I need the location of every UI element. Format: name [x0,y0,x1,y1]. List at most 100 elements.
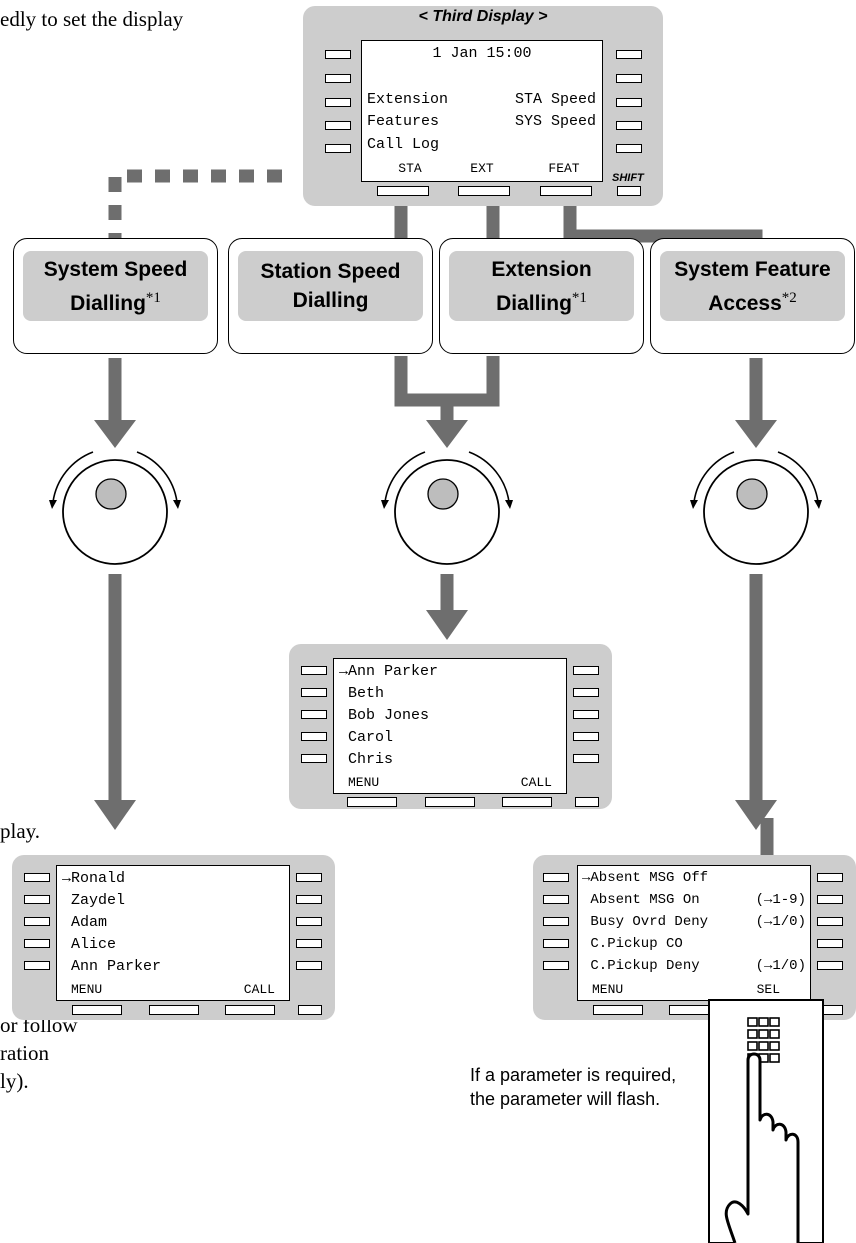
system-speed-line1: System Speed [43,257,188,281]
system-feature-line1: System Feature [674,257,831,281]
line-button[interactable] [301,754,327,763]
footnote-mark: *1 [571,289,587,306]
line-button[interactable] [616,121,642,130]
line-button[interactable] [301,710,327,719]
footnote-mark: *2 [781,289,797,306]
list-item[interactable]: →Absent MSG Off [582,870,709,886]
shift-button[interactable] [575,797,599,807]
menu-key-label: MENU [592,982,624,997]
bottom-note-line-2: ration [0,1041,49,1065]
system-feature-access-box: System Feature Access*2 [650,238,855,354]
line-button[interactable] [24,961,50,970]
system-feature-line2: Access [708,291,782,315]
list-item[interactable]: →Ann Parker [339,663,439,680]
softkey-sta-button[interactable] [377,186,429,196]
line-button[interactable] [24,939,50,948]
softkey-button[interactable] [425,797,475,807]
line-button[interactable] [817,939,843,948]
arrow-head [426,420,468,448]
softkey-button[interactable] [72,1005,122,1015]
lcd-screen: 1 Jan 15:00 Extension STA Speed Features… [361,40,603,182]
station-list-screen: →Ann Parker Beth Bob Jones Carol Chris M… [333,658,567,794]
line-button[interactable] [543,939,569,948]
line-button[interactable] [817,895,843,904]
list-item[interactable]: C.Pickup CO [582,936,683,952]
line-button[interactable] [817,961,843,970]
third-display-title: < Third Display > [418,8,548,25]
menu-sys-speed: SYS Speed [514,113,596,130]
softkey-label-feat: FEAT [548,161,580,176]
softkey-call-button[interactable] [225,1005,275,1015]
list-item[interactable]: Ann Parker [62,958,162,975]
line-button[interactable] [817,873,843,882]
line-button[interactable] [543,873,569,882]
line-button[interactable] [325,74,351,83]
list-item-param: (→1/0) [755,958,806,974]
line-button[interactable] [573,688,599,697]
softkey-label-sta: STA [398,161,422,176]
menu-sta-speed: STA Speed [514,91,596,108]
softkey-ext-button[interactable] [458,186,510,196]
list-item[interactable]: Alice [62,936,117,953]
feature-list-panel: →Absent MSG Off Absent MSG On (→1-9) Bus… [533,855,856,1020]
extension-dialling-box: Extension Dialling*1 [439,238,644,354]
line-button[interactable] [296,961,322,970]
menu-extension: Extension [367,91,449,108]
line-button[interactable] [296,917,322,926]
line-button[interactable] [325,144,351,153]
list-item[interactable]: Adam [62,914,108,931]
shift-button[interactable] [617,186,641,196]
parameter-note-line-2: the parameter will flash. [470,1089,661,1109]
list-item[interactable]: →Ronald [62,870,126,887]
line-button[interactable] [325,50,351,59]
line-button[interactable] [616,98,642,107]
line-button[interactable] [543,917,569,926]
softkey-button[interactable] [669,1005,719,1015]
line-button[interactable] [616,144,642,153]
list-item[interactable]: Zaydel [62,892,126,909]
top-instruction-text: edly to set the display [0,7,184,31]
line-button[interactable] [616,74,642,83]
line-button[interactable] [24,917,50,926]
softkey-button[interactable] [149,1005,199,1015]
list-item-param: (→1/0) [755,914,806,930]
line-button[interactable] [817,917,843,926]
line-button[interactable] [573,754,599,763]
softkey-button[interactable] [593,1005,643,1015]
list-item[interactable]: Carol [339,729,394,746]
list-item[interactable]: C.Pickup Deny [582,958,700,974]
softkey-sel-button[interactable] [745,1005,795,1015]
arrow-head [735,420,777,448]
line-button[interactable] [616,50,642,59]
softkey-call-button[interactable] [502,797,552,807]
list-item[interactable]: Beth [339,685,385,702]
arrow-head [94,800,136,830]
list-item[interactable]: Bob Jones [339,707,430,724]
line-button[interactable] [301,666,327,675]
line-button[interactable] [24,895,50,904]
line-button[interactable] [24,873,50,882]
line-button[interactable] [325,98,351,107]
line-button[interactable] [296,873,322,882]
line-button[interactable] [543,895,569,904]
list-item[interactable]: Busy Ovrd Deny [582,914,709,930]
line-button[interactable] [325,121,351,130]
line-button[interactable] [573,666,599,675]
shift-button[interactable] [298,1005,322,1015]
line-button[interactable] [301,688,327,697]
line-button[interactable] [296,939,322,948]
softkey-feat-button[interactable] [540,186,592,196]
line-button[interactable] [543,961,569,970]
line-button[interactable] [573,710,599,719]
shift-button[interactable] [819,1005,843,1015]
softkey-button[interactable] [347,797,397,807]
line-button[interactable] [573,732,599,741]
line-button[interactable] [296,895,322,904]
shift-label: SHIFT [612,172,644,184]
line-button[interactable] [301,732,327,741]
display-instruction-text: play. [0,819,41,843]
list-item[interactable]: Absent MSG On [582,892,700,908]
system-speed-list-panel: →Ronald Zaydel Adam Alice Ann Parker MEN… [12,855,335,1020]
station-speed-line2: Dialling [292,289,369,312]
list-item[interactable]: Chris [339,751,394,768]
